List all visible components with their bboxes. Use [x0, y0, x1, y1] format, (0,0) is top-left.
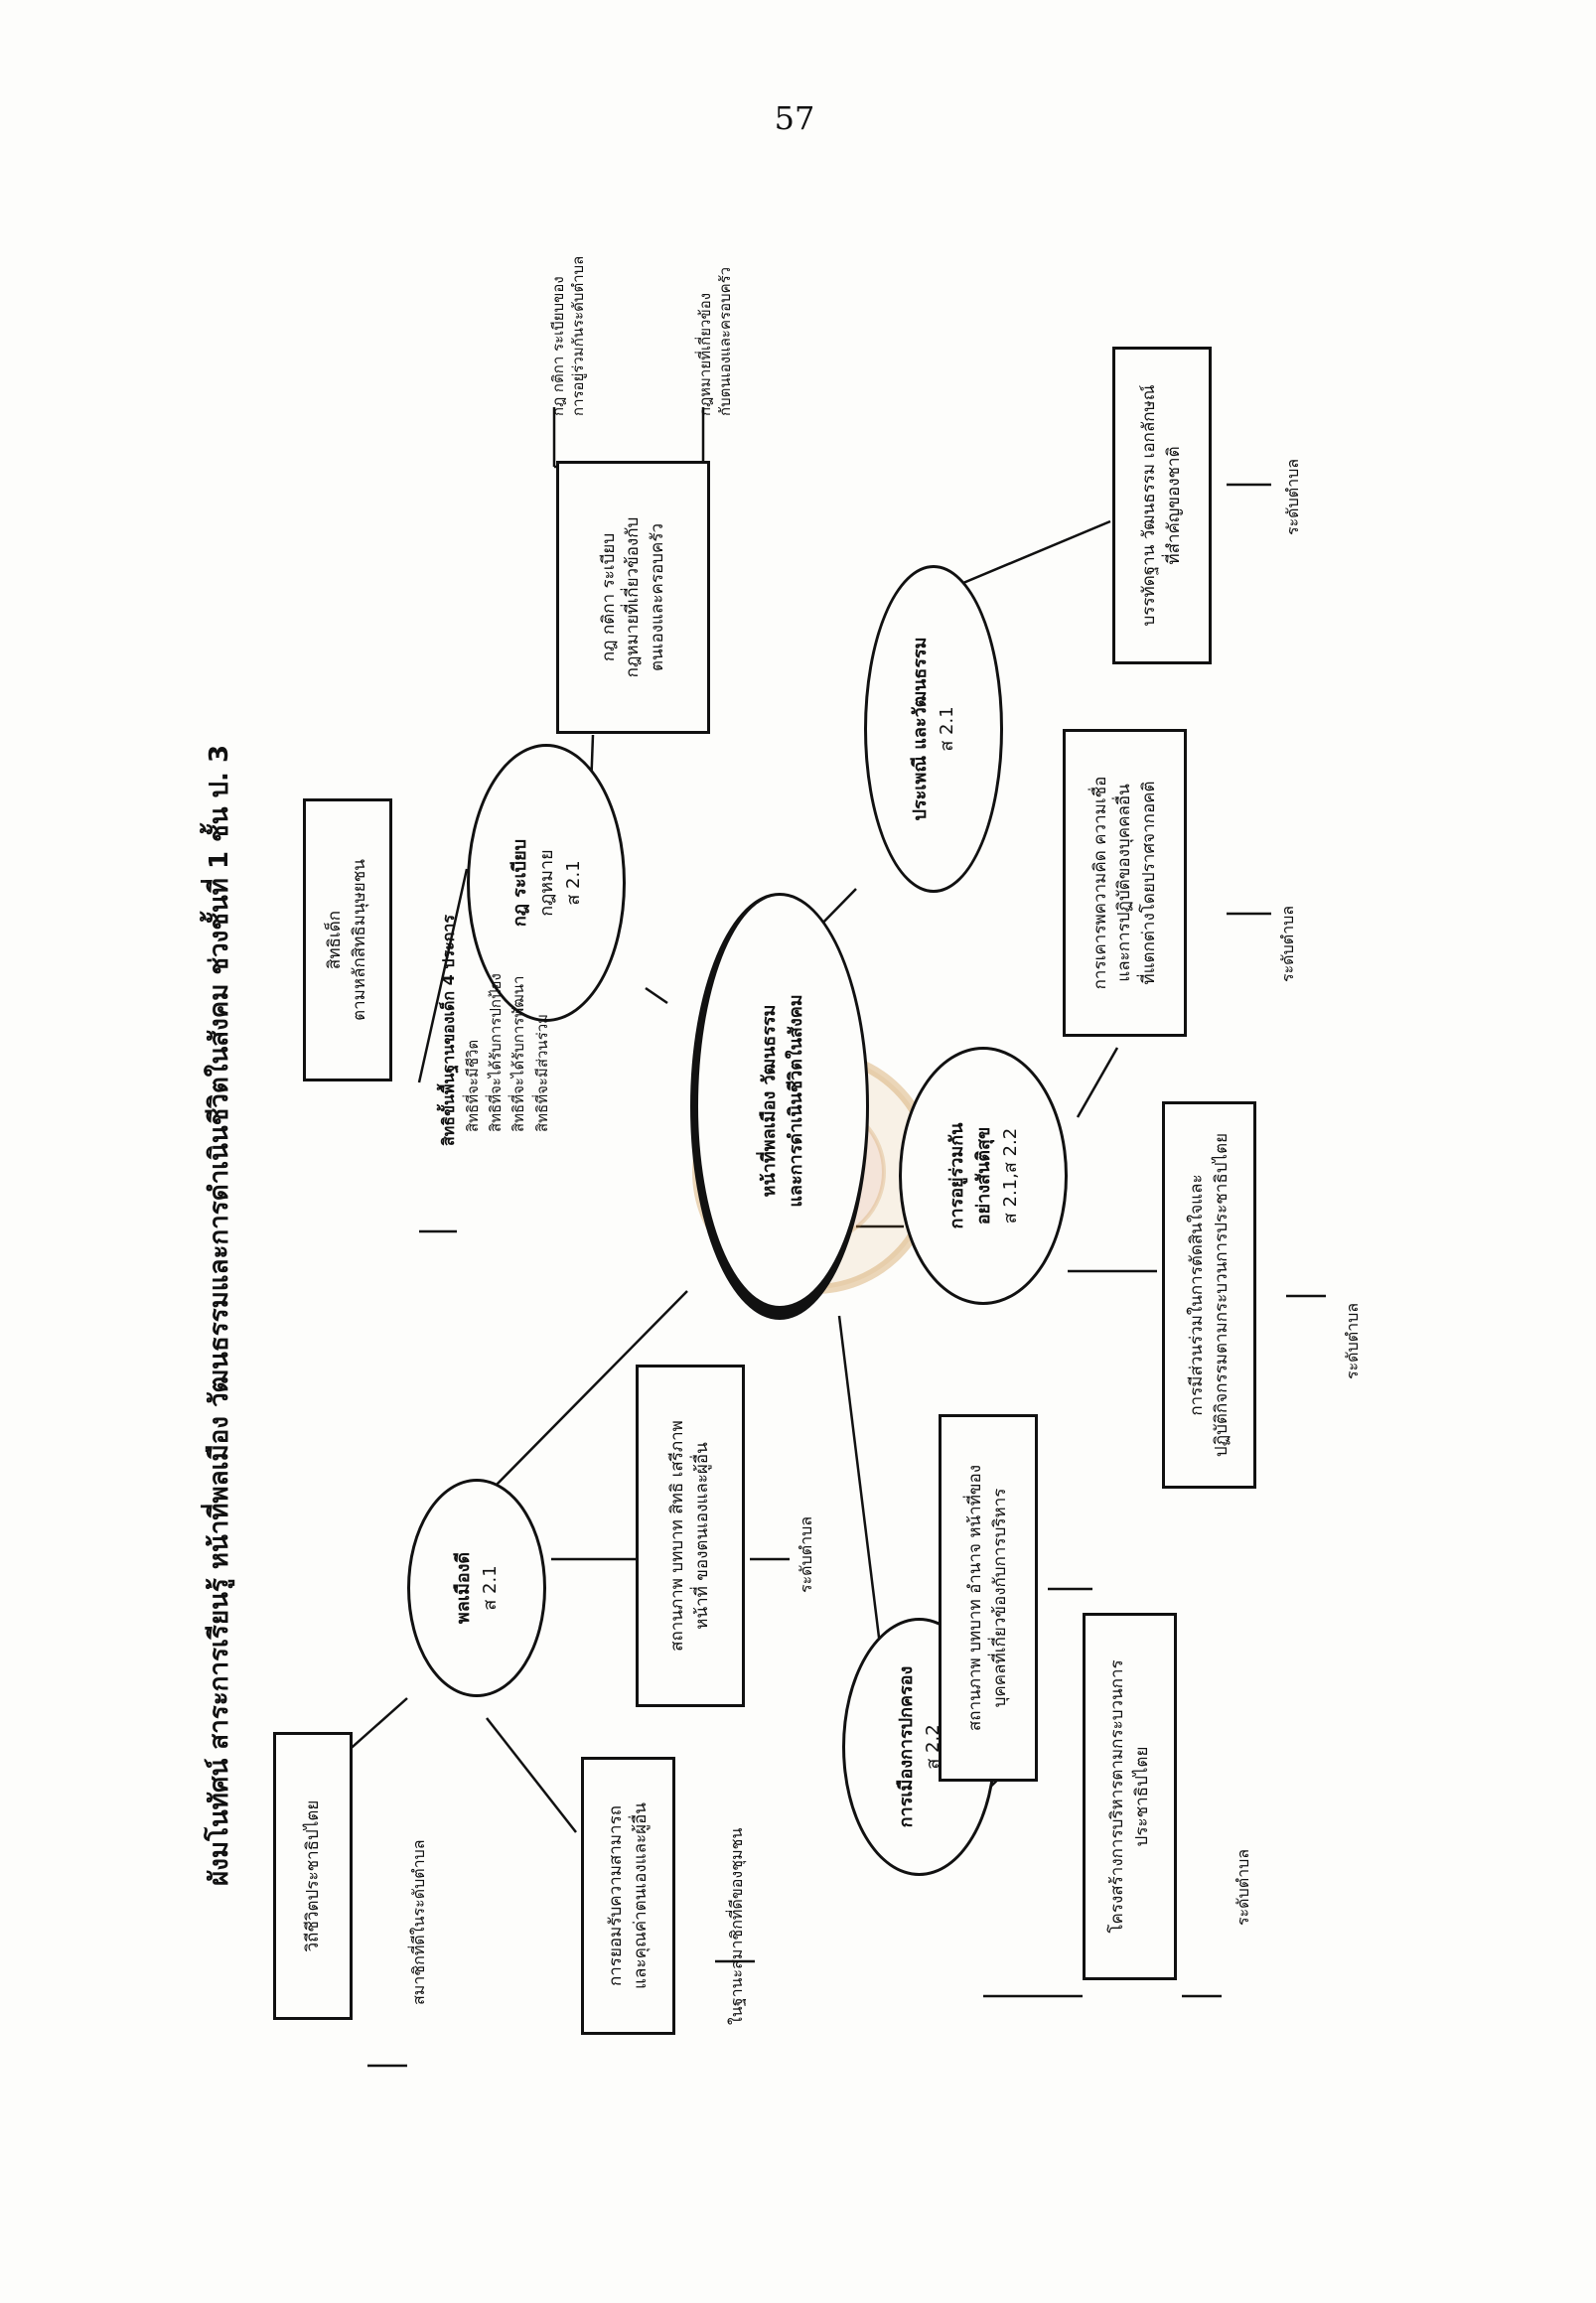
- citizen-line2: ส 2.1: [480, 1565, 501, 1611]
- status-rights-line1: สถานภาพ บทบาท สิทธิ เสรีภาพ: [667, 1420, 688, 1652]
- center-node: หน้าที่พลเมือง วัฒนธรรม และการดำเนินชีวิ…: [690, 893, 869, 1320]
- rights-item: สิทธิที่จะได้รับการปกป้อง: [487, 973, 506, 1132]
- self-ability-box: การยอมรับความสามารถ และคุณค่าตนเองและผู้…: [581, 1757, 675, 2035]
- culture-standard-line1: บรรทัดฐาน วัฒนธรรม เอกลักษณ์: [1139, 384, 1160, 627]
- rights-heading: สิทธิขั้นพื้นฐานของเด็ก 4 ประการ: [439, 915, 458, 1146]
- structure-box: โครงสร้างการบริหารตามกระบวนการ ประชาธิปไ…: [1083, 1613, 1177, 1980]
- law-line2: กฎหมาย: [535, 849, 557, 917]
- branch-laws-label: กฎหมายที่เกี่ยวข้อง กับตนเองและครอบครัว: [695, 267, 736, 416]
- democracy-life-box: วิถีชีวิตประชาธิปไตย: [273, 1732, 353, 2020]
- branch-rules-line2: การอยู่ร่วมกันระดับตำบล: [569, 255, 588, 416]
- center-line2: และการดำเนินชีวิตในสังคม: [785, 994, 806, 1208]
- community-member-label: ในฐานะสมาชิกที่ดีของชุมชน: [727, 1827, 746, 2025]
- coexist-line3: ส 2.1,ส 2.2: [999, 1127, 1021, 1224]
- level-label: ระดับตำบล: [1278, 905, 1297, 982]
- child-rights-line1: สิทธิเด็ก: [325, 910, 346, 970]
- status-admin-line1: สถานภาพ บทบาท อำนาจ หน้าที่ของ: [965, 1464, 986, 1732]
- self-ability-line1: การยอมรับความสามารถ: [605, 1804, 626, 1987]
- tradition-node: ประเพณี และวัฒนธรรม ส 2.1: [864, 565, 1003, 893]
- law-detail-line3: ตนเองและครอบครัว: [647, 522, 667, 672]
- status-admin-line2: บุคคลที่เกี่ยวข้องกับการบริหาร: [990, 1488, 1010, 1708]
- tradition-line1: ประเพณี และวัฒนธรรม: [910, 637, 931, 821]
- rights-list: สิทธิขั้นพื้นฐานของเด็ก 4 ประการ สิทธิที…: [437, 915, 554, 1146]
- branch-rules-line1: กฎ กติกา ระเบียบของ: [549, 276, 567, 416]
- rights-item: สิทธิที่จะได้รับการพัฒนา: [509, 975, 528, 1132]
- rights-item: สิทธิที่จะมีส่วนร่วม: [532, 1013, 551, 1132]
- law-line1: กฎ ระเบียบ: [508, 838, 530, 928]
- child-rights-line2: ตามหลักสิทธิมนุษยชน: [350, 859, 369, 1021]
- diagram-title: ผังมโนทัศน์ สาระการเรียนรู้ หน้าที่พลเมื…: [205, 744, 234, 1886]
- child-rights-box: สิทธิเด็ก ตามหลักสิทธิมนุษยชน: [303, 798, 392, 1081]
- participation-line1: การมีส่วนร่วมในการตัดสินใจและ: [1186, 1174, 1207, 1416]
- respect-line1: การเคารพความคิด ความเชื่อ: [1089, 776, 1110, 990]
- coexist-line2: อย่างสันติสุข: [972, 1126, 994, 1225]
- line-tradition-respect: [1076, 1047, 1119, 1118]
- respect-line2: และการปฏิบัติของบุคคลอื่น: [1114, 784, 1135, 982]
- self-ability-line2: และคุณค่าตนเองและผู้อื่น: [630, 1802, 651, 1989]
- culture-standard-box: บรรทัดฐาน วัฒนธรรม เอกลักษณ์ ที่สำคัญของ…: [1112, 347, 1212, 664]
- level-label: ระดับตำบล: [1283, 458, 1302, 535]
- law-detail-line2: กฎหมายที่เกี่ยวข้องกับ: [623, 516, 644, 678]
- participation-box: การมีส่วนร่วมในการตัดสินใจและ ปฏิบัติกิจ…: [1162, 1101, 1256, 1489]
- line-center-law: [645, 986, 668, 1005]
- level-label: ระดับตำบล: [1233, 1848, 1252, 1926]
- level-label: ระดับตำบล: [797, 1515, 815, 1593]
- rights-item: สิทธิที่จะมีชีวิต: [463, 1039, 482, 1132]
- politics-line1: การเมืองการปกครอง: [895, 1665, 917, 1828]
- level-label: ระดับตำบล: [1343, 1302, 1362, 1379]
- law-detail-line1: กฎ กติกา ระเบียบ: [598, 532, 619, 662]
- democracy-life-line1: วิถีชีวิตประชาธิปไตย: [302, 1799, 323, 1952]
- line-law-rights: [417, 868, 469, 1083]
- coexist-node: การอยู่ร่วมกัน อย่างสันติสุข ส 2.1,ส 2.2: [899, 1047, 1068, 1305]
- branch-rules-label: กฎ กติกา ระเบียบของ การอยู่ร่วมกันระดับต…: [548, 256, 589, 416]
- line-center-citizen: [491, 1290, 688, 1491]
- participation-line2: ปฏิบัติกิจกรรมตามกระบวนการประชาธิปไตย: [1211, 1132, 1232, 1458]
- branch-laws-line2: กับตนเองและครอบครัว: [716, 266, 735, 416]
- tradition-line2: ส 2.1: [937, 706, 957, 752]
- structure-line2: ประชาธิปไตย: [1131, 1746, 1152, 1847]
- status-admin-box: สถานภาพ บทบาท อำนาจ หน้าที่ของ บุคคลที่เ…: [939, 1414, 1038, 1782]
- respect-box: การเคารพความคิด ความเชื่อ และการปฏิบัติข…: [1063, 729, 1187, 1037]
- status-rights-line2: หน้าที่ ของตนเองและผู้อื่น: [692, 1442, 712, 1630]
- coexist-line1: การอยู่ร่วมกัน: [945, 1122, 967, 1229]
- center-line1: หน้าที่พลเมือง วัฒนธรรม: [758, 1004, 780, 1198]
- page-number: 57: [774, 99, 815, 137]
- law-detail-box: กฎ กติกา ระเบียบ กฎหมายที่เกี่ยวข้องกับ …: [556, 461, 710, 734]
- culture-standard-line2: ที่สำคัญของชาติ: [1164, 446, 1184, 565]
- status-rights-box: สถานภาพ บทบาท สิทธิ เสรีภาพ หน้าที่ ของต…: [636, 1365, 745, 1707]
- branch-laws-line1: กฎหมายที่เกี่ยวข้อง: [696, 292, 714, 416]
- citizen-line1: พลเมืองดี: [453, 1551, 474, 1625]
- respect-line3: ที่แตกต่างโดยปราศจากอคติ: [1138, 781, 1159, 985]
- citizen-node: พลเมืองดี ส 2.1: [407, 1479, 546, 1697]
- law-line3: ส 2.1: [562, 860, 584, 906]
- line-citizen-self: [486, 1717, 577, 1833]
- good-member-label: สมาชิกที่ดีในระดับตำบล: [409, 1839, 428, 2005]
- structure-line1: โครงสร้างการบริหารตามกระบวนการ: [1106, 1659, 1127, 1934]
